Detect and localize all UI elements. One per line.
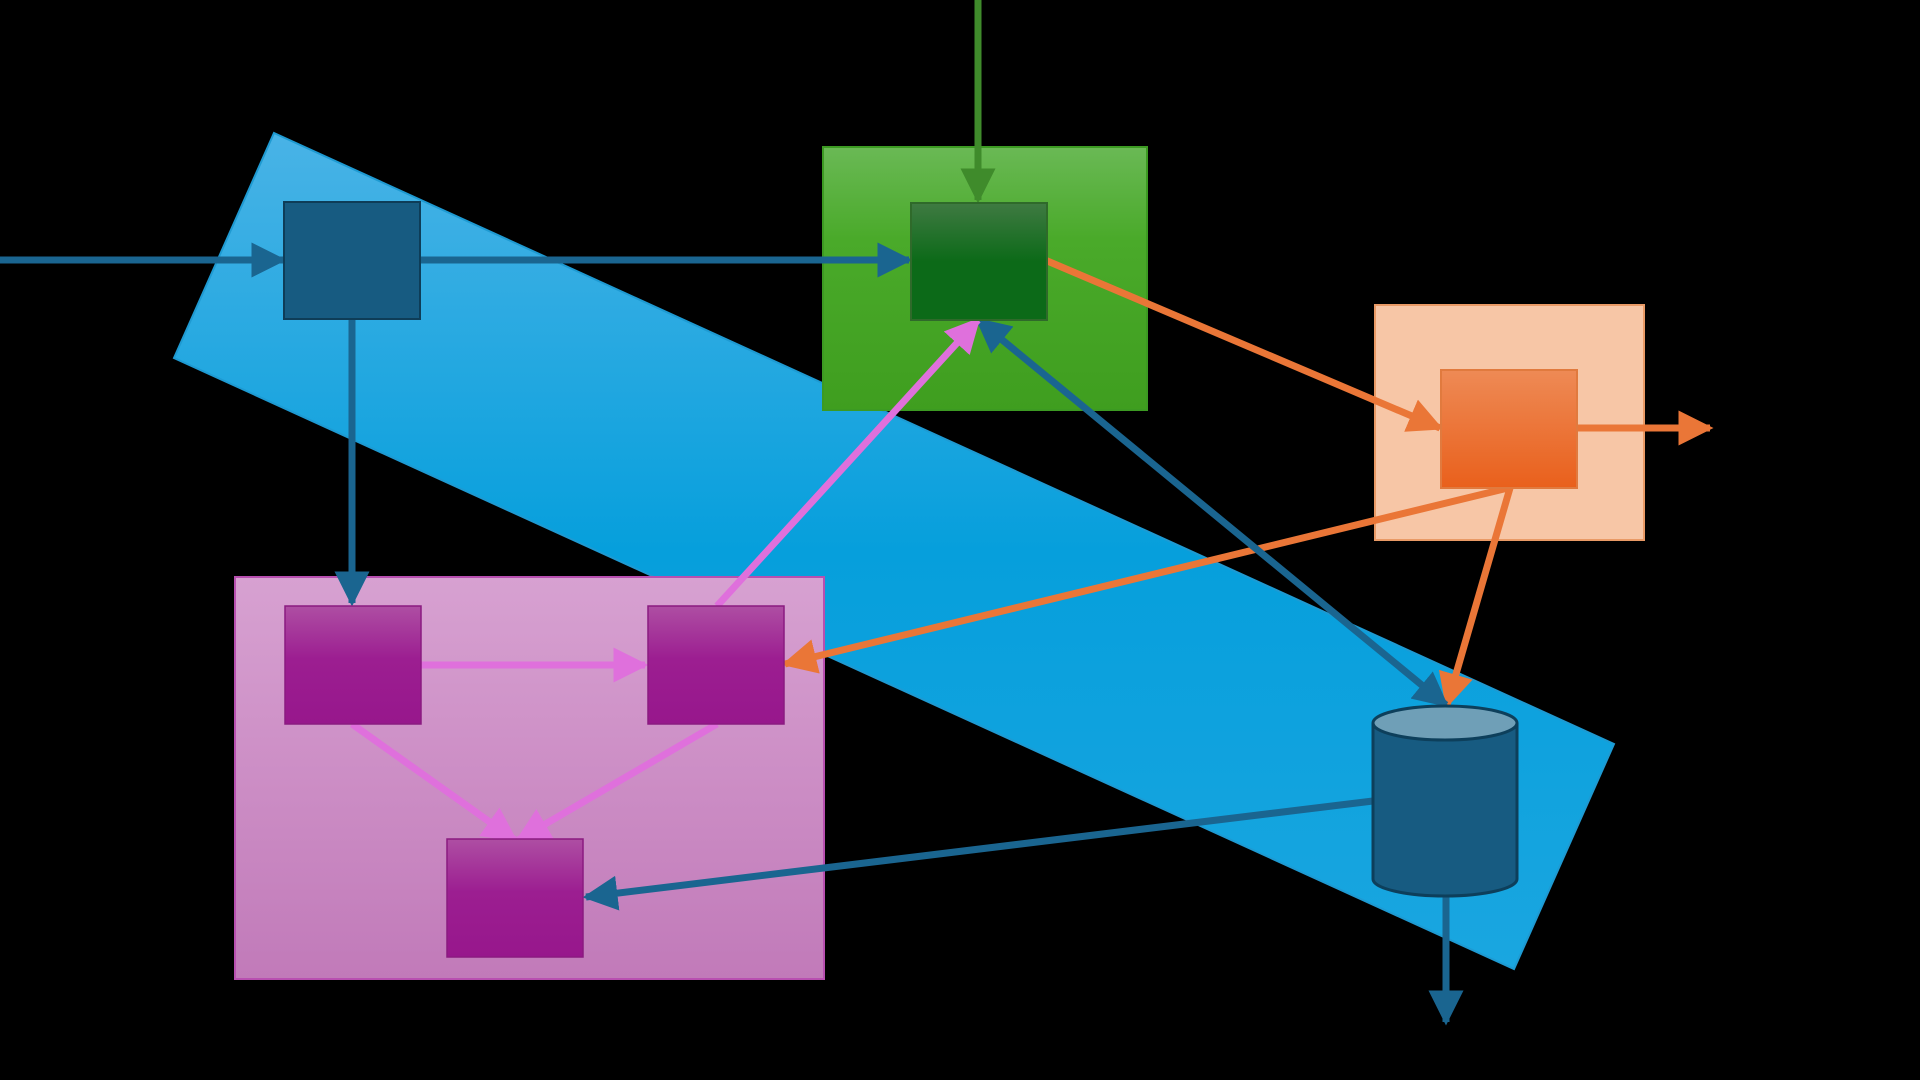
magenta-process-node-bottom[interactable] [446,838,584,958]
green-node-database-bidirectional-arrow[interactable] [975,317,1449,708]
pink-node-to-green-node-arrow[interactable] [714,317,981,609]
database-to-pink-node-arrow[interactable] [582,797,1374,911]
connectors [0,0,1714,1026]
pink-node-right-to-bottom-arrow[interactable] [514,720,719,844]
green-process-node[interactable] [910,202,1048,321]
magenta-process-node-left[interactable] [284,605,422,725]
magenta-process-node-right[interactable] [647,605,785,725]
orange-process-node[interactable] [1440,369,1578,489]
database-cylinder-icon[interactable] [1371,704,1519,898]
orange-node-to-database-arrow[interactable] [1438,487,1514,709]
pink-node-left-to-bottom-arrow[interactable] [349,721,518,843]
blue-process-node[interactable] [283,201,421,320]
